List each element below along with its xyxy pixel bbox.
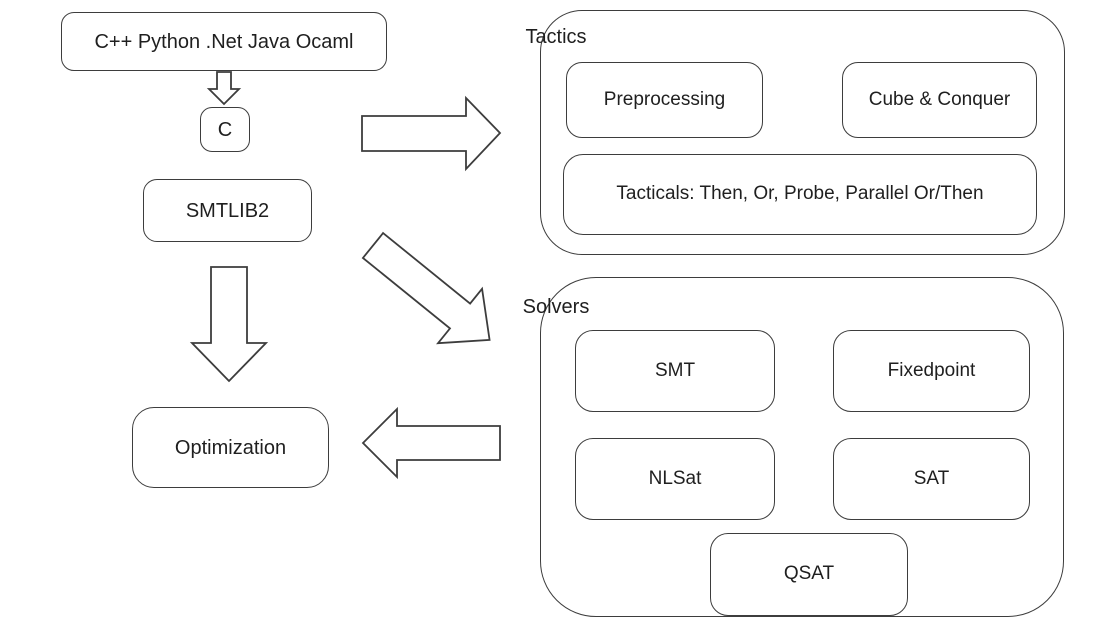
node-nlsat: NLSat — [575, 438, 775, 520]
node-optimization: Optimization — [132, 407, 329, 488]
node-tacticals: Tacticals: Then, Or, Probe, Parallel Or/… — [563, 154, 1037, 235]
group-title-tactics: Tactics — [525, 26, 587, 48]
node-fixedpoint: Fixedpoint — [833, 330, 1030, 412]
arrow-left-solvers-to-optimization-icon — [361, 406, 501, 480]
node-smtlib2: SMTLIB2 — [143, 179, 312, 242]
arrow-down-api-to-c-icon — [206, 71, 242, 106]
arrow-right-to-tactics-icon — [361, 95, 502, 172]
node-preprocessing: Preprocessing — [566, 62, 763, 138]
node-smt: SMT — [575, 330, 775, 412]
node-qsat: QSAT — [710, 533, 908, 616]
arrow-diagonal-to-solvers-icon — [361, 231, 491, 345]
node-sat: SAT — [833, 438, 1030, 520]
node-c-api: C — [200, 107, 250, 152]
node-cube-and-conquer: Cube & Conquer — [842, 62, 1037, 138]
node-language-apis: C++ Python .Net Java Ocaml — [61, 12, 387, 71]
arrow-down-smtlib2-to-optimization-icon — [189, 266, 269, 383]
group-title-solvers: Solvers — [522, 296, 590, 318]
